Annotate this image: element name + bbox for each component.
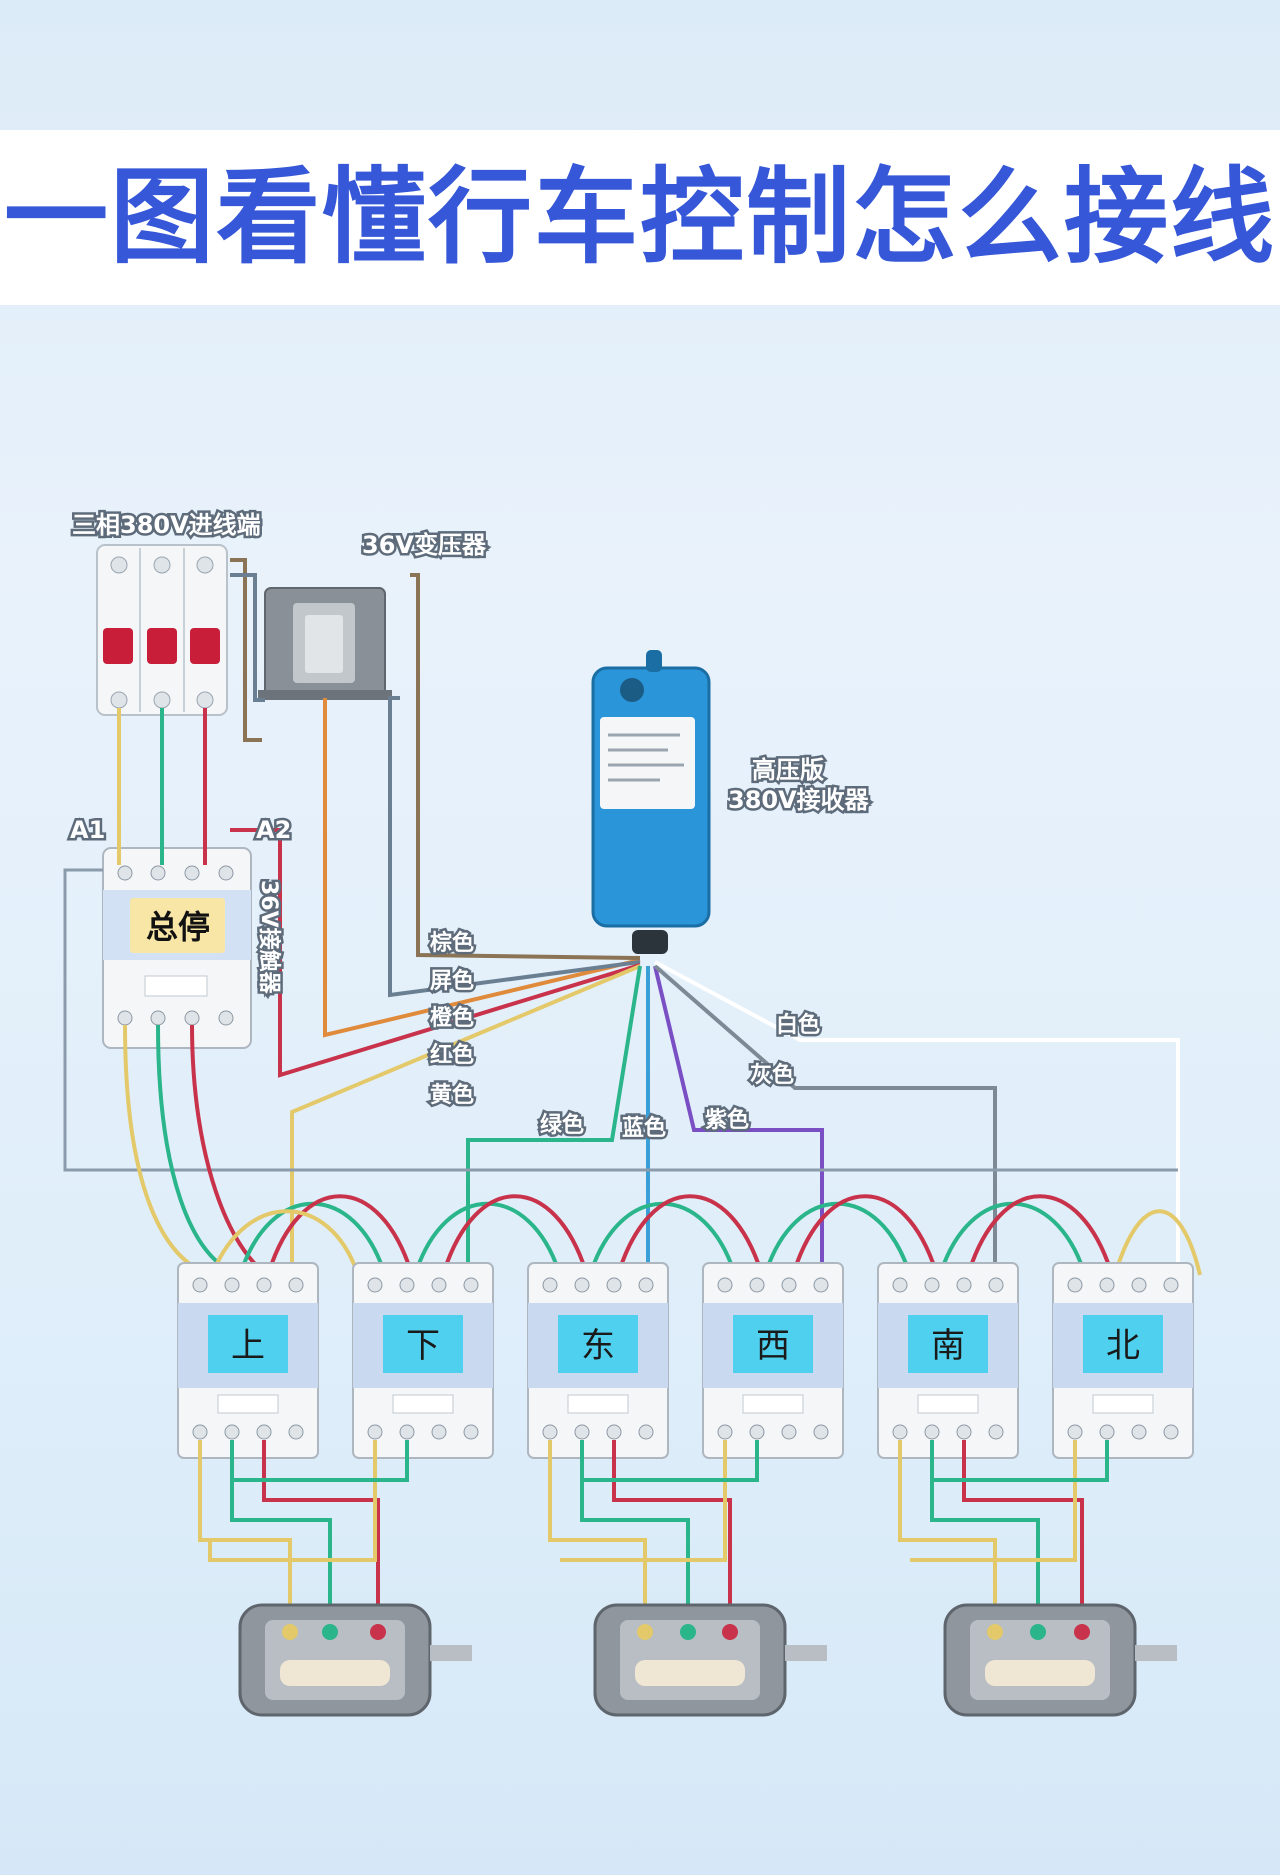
contactor-label-down: 下 xyxy=(406,1326,440,1366)
wire-label-red: 红色 xyxy=(430,1042,474,1068)
terminal-a1-label: A1 xyxy=(70,816,105,844)
main-output-wires xyxy=(123,1024,270,1277)
contactor-label-south: 南 xyxy=(931,1326,965,1366)
contactor-up xyxy=(177,1262,319,1459)
jumper-arcs xyxy=(210,1194,1202,1276)
receiver-label-line1: 高压版 xyxy=(752,756,824,784)
transformer-36v xyxy=(258,587,392,700)
direction-contactors xyxy=(177,1262,1194,1459)
contactor-down xyxy=(352,1262,494,1459)
contactor-south xyxy=(877,1262,1019,1459)
wire-label-purple: 紫色 xyxy=(705,1107,749,1133)
wire-label-brown: 棕色 xyxy=(430,930,474,956)
contactor-east xyxy=(527,1262,669,1459)
wire-label-white: 白色 xyxy=(776,1012,820,1038)
contactor-north xyxy=(1052,1262,1194,1459)
title-band xyxy=(0,130,1280,305)
contactor-label-north: 北 xyxy=(1106,1326,1140,1366)
three-phase-breaker xyxy=(96,544,228,716)
remote-receiver xyxy=(591,650,711,954)
main-contactor-side-label: 36V接触器 xyxy=(256,880,282,995)
contactor-west xyxy=(702,1262,844,1459)
main-contactor xyxy=(102,847,252,1049)
motor-1 xyxy=(238,1603,472,1717)
motor-2 xyxy=(593,1603,827,1717)
motor-3 xyxy=(943,1603,1177,1717)
contactor-label-up: 上 xyxy=(231,1326,265,1366)
wire-label-yellow: 黄色 xyxy=(430,1082,474,1108)
wire-label-grey: 灰色 xyxy=(750,1062,794,1088)
breaker-label: 三相380V进线端 xyxy=(72,511,261,539)
receiver-label-line2: 380V接收器 xyxy=(728,786,870,814)
page-title: 一图看懂行车控制怎么接线 xyxy=(3,156,1276,278)
contactor-label-east: 东 xyxy=(581,1326,615,1366)
contactor-label-west: 西 xyxy=(756,1326,790,1366)
transformer-label: 36V变压器 xyxy=(362,531,487,559)
supply-wires xyxy=(63,558,1180,1275)
wire-label-blue: 蓝色 xyxy=(622,1115,666,1141)
motor-wires xyxy=(198,1440,1109,1605)
main-contactor-name: 总停 xyxy=(146,908,210,946)
wire-label-shield: 屏色 xyxy=(430,968,474,994)
wire-label-green: 绿色 xyxy=(540,1112,584,1138)
terminal-a2-label: A2 xyxy=(256,816,291,844)
wire-label-orange: 橙色 xyxy=(430,1005,474,1031)
